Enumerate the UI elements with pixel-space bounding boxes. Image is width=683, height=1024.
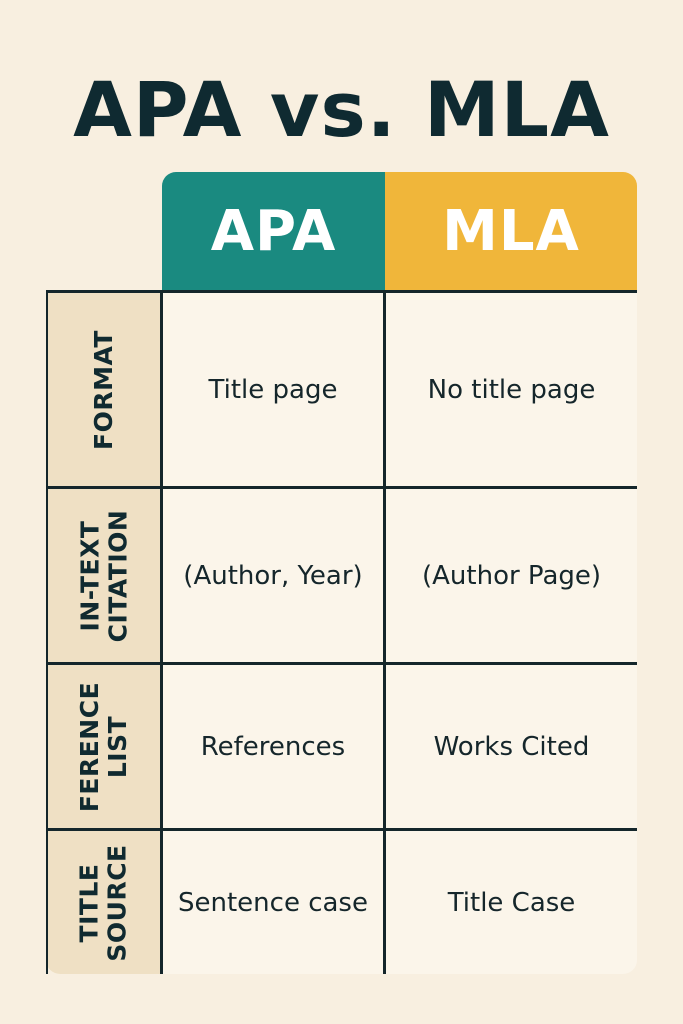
cell-apa-format: Title page [208,374,338,405]
row-divider [46,290,637,293]
page-title: APA vs. MLA [73,65,610,154]
cell-mla-title-source: Title Case [447,887,576,918]
row-divider [46,828,637,831]
row-label-reference-list: FERENCE LIST [75,681,132,812]
row-label-title-source: TITLE SOURCE [75,843,133,962]
table-body: FORMAT Title page No title page IN-TEXT … [46,290,637,974]
comparison-table: APA MLA FORMAT Title page No title page … [46,172,637,974]
cell-apa-title-source: Sentence case [178,887,368,918]
cell-mla-format: No title page [427,374,596,405]
cell-mla-in-text-citation: (Author Page) [421,560,602,591]
column-divider [46,290,48,974]
row-label-column [46,290,162,974]
cell-mla-reference-list: Works Cited [433,731,590,762]
column-divider [383,290,386,974]
row-divider [46,486,637,489]
row-divider [46,662,637,665]
row-label-in-text-citation: IN-TEXT CITATION [75,509,133,642]
row-label-format: FORMAT [89,329,119,450]
column-header-apa: APA [162,172,385,290]
column-divider [160,290,163,974]
cell-apa-reference-list: References [200,731,346,762]
column-header-mla: MLA [385,172,637,290]
cell-apa-in-text-citation: (Author, Year) [183,560,363,591]
